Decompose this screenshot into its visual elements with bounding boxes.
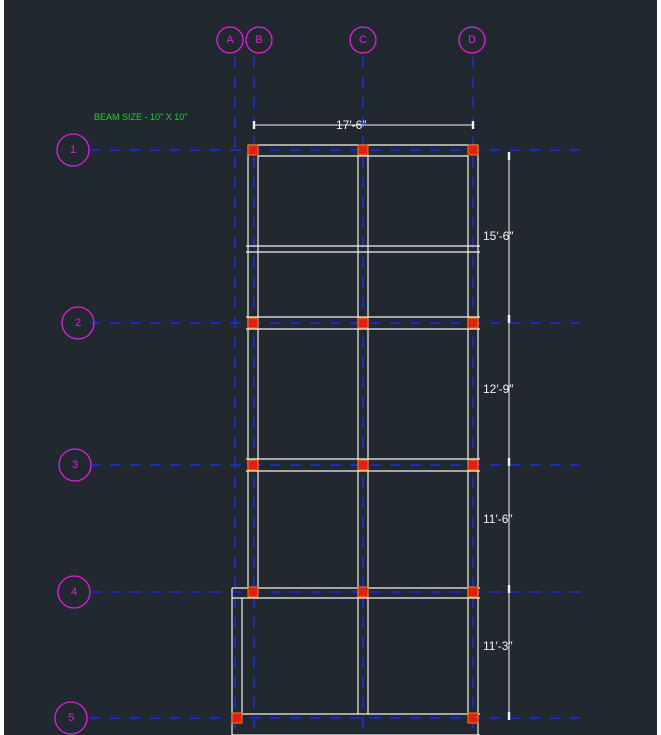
grid-bubble-d <box>458 26 486 54</box>
column-2-b <box>247 317 259 329</box>
grid-bubble-label-1: 1 <box>70 144 76 156</box>
beam-size-note: BEAM SIZE - 10" X 10" <box>94 112 187 122</box>
grid-bubbles: A B C D 1 2 3 4 5 <box>54 26 486 735</box>
column-5-d <box>467 712 479 724</box>
column-4-c <box>357 586 369 598</box>
grid-bubble-label-d: D <box>468 34 476 46</box>
grid-lines <box>90 57 580 735</box>
grid-bubble-4 <box>57 575 91 609</box>
grid-bubble-label-5: 5 <box>68 712 74 724</box>
right-edge-strip <box>657 0 661 735</box>
grid-bubble-label-2: 2 <box>75 317 81 329</box>
column-1-b <box>247 144 259 156</box>
column-3-d <box>467 459 479 471</box>
column-4-b <box>247 586 259 598</box>
grid-bubble-a <box>216 26 244 54</box>
column-3-b <box>247 459 259 471</box>
dimension-text-horizontal: 17′-6″ <box>336 118 367 132</box>
grid-bubble-label-a: A <box>226 34 234 46</box>
grid-bubble-b <box>245 26 273 54</box>
grid-bubble-2 <box>61 306 95 340</box>
column-1-d <box>467 144 479 156</box>
grid-bubble-label-4: 4 <box>71 586 77 598</box>
grid-bubble-label-c: C <box>359 34 367 46</box>
left-edge-strip <box>0 0 4 735</box>
column-2-c <box>357 317 369 329</box>
grid-bubble-1 <box>56 133 90 167</box>
grid-bubble-5 <box>54 701 88 735</box>
column-markers <box>231 144 479 724</box>
dimension-text-2-3: 12′-9″ <box>483 382 514 396</box>
dimension-text-4-5: 11′-3″ <box>483 639 513 653</box>
column-3-c <box>357 459 369 471</box>
beam-layout <box>231 144 480 735</box>
column-5-a <box>231 712 243 724</box>
grid-bubble-c <box>349 26 377 54</box>
grid-bubble-label-b: B <box>255 34 262 46</box>
dimension-text-1-2: 15′-6″ <box>483 229 514 243</box>
grid-bubble-label-3: 3 <box>72 459 78 471</box>
column-4-d <box>467 586 479 598</box>
dimension-text-3-4: 11′-6″ <box>483 512 513 526</box>
grid-bubble-3 <box>58 448 92 482</box>
dimension-annotations: 17′-6″ 15′-6″ 12′-9″ 11′-6″ 11′-3″ <box>252 118 514 720</box>
column-1-c <box>357 144 369 156</box>
column-2-d <box>467 317 479 329</box>
